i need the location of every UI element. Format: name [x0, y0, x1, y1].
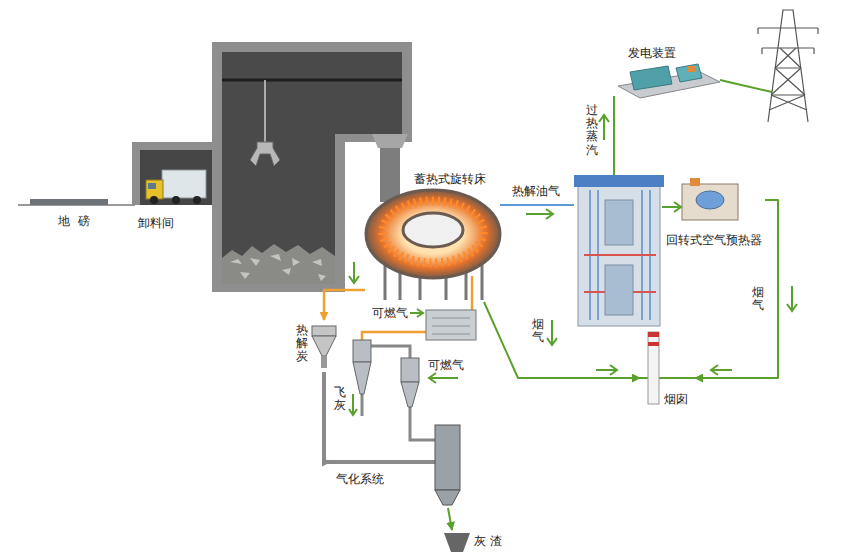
char-hopper	[312, 326, 336, 336]
pipe	[330, 460, 435, 464]
truck-wheel	[172, 196, 180, 204]
pylon	[758, 10, 818, 122]
stream-label: 可燃气	[428, 358, 464, 372]
preheater-detail	[690, 178, 700, 186]
generator-turbine	[630, 66, 672, 90]
component-node: 热解炭	[294, 320, 338, 372]
flow-connector	[484, 302, 640, 378]
ash-bin	[444, 533, 470, 552]
stream-label: 飞灰	[334, 386, 346, 412]
component-node: 发电装置	[612, 44, 722, 102]
flow-connector	[695, 200, 778, 378]
stream-label: 热解油气	[512, 184, 560, 198]
steam-line	[613, 96, 615, 175]
component-label: 灰渣	[474, 534, 506, 548]
feed-chute	[380, 148, 400, 202]
pipe	[361, 394, 364, 416]
generator-detail	[688, 66, 695, 72]
component-node: 卸料间	[134, 212, 184, 232]
preheater-rotor	[696, 191, 724, 209]
bunker-pit	[222, 130, 335, 284]
char-spout	[321, 356, 327, 368]
burner-box	[426, 310, 476, 340]
feed-funnel	[372, 134, 408, 148]
pipe	[410, 406, 435, 440]
boiler	[578, 186, 660, 326]
generator-unit	[676, 64, 702, 82]
preheater-housing	[682, 184, 738, 220]
rotary-bed-ring	[366, 190, 500, 278]
gas-line	[362, 332, 426, 340]
component-label: 卸料间	[138, 216, 174, 230]
flow-label: 烟气	[532, 318, 544, 344]
component-label: 蓄热式旋转床	[414, 172, 486, 186]
boiler-top	[574, 175, 664, 187]
truck-wheel	[150, 196, 158, 204]
flow-connector	[448, 508, 452, 530]
gasifier	[435, 425, 460, 490]
cyclone-cone	[401, 382, 419, 407]
crane-rail	[222, 79, 402, 82]
boiler-drum	[605, 200, 633, 245]
char-hopper-cone	[312, 336, 336, 356]
chimney-band	[648, 332, 659, 337]
gas-line	[471, 276, 474, 310]
bed-hole	[403, 213, 463, 247]
burner-detail	[432, 318, 470, 334]
crane-grab	[250, 142, 280, 166]
component-node: 灰渣	[440, 530, 509, 555]
flow-connector	[324, 372, 330, 462]
flow-arrows	[349, 115, 797, 415]
boiler-drum	[605, 265, 633, 315]
truck-body	[162, 170, 206, 198]
waste-texture	[230, 254, 326, 281]
power-line	[720, 80, 772, 92]
component-node: 烟囱	[640, 330, 695, 412]
unloading-room	[140, 150, 212, 205]
bunker-upper	[222, 52, 402, 134]
component-label: 热解炭	[296, 324, 308, 364]
flow-label: 烟气	[752, 286, 764, 312]
chimney-band	[648, 342, 659, 346]
cyclone	[401, 358, 419, 382]
building-shell	[132, 42, 412, 292]
component-node: 地磅	[28, 196, 116, 232]
weighbridge-plate	[30, 199, 108, 205]
bed-heaters	[383, 201, 483, 263]
pyrolysis-gas-line	[500, 204, 574, 206]
cyclone	[353, 340, 371, 362]
chimney	[648, 332, 659, 404]
cyclone-cone	[353, 362, 371, 394]
component-label: 发电装置	[628, 46, 676, 60]
waste-pile	[222, 244, 335, 284]
component-label: 地磅	[58, 214, 98, 228]
component-label: 气化系统	[336, 472, 384, 486]
component-node: 回转式空气预热器	[664, 170, 765, 252]
stream-label: 可燃气	[372, 306, 408, 320]
component-node: 气化系统	[330, 422, 470, 508]
flow-connector	[324, 290, 365, 320]
component-node: 蓄热式旋转床	[365, 170, 500, 302]
stream-label: 过热蒸汽	[586, 104, 598, 157]
truck-wheel	[193, 196, 201, 204]
crane-cable	[264, 80, 266, 142]
pipe	[371, 346, 410, 358]
gasifier-cone	[435, 490, 460, 505]
component-label: 烟囱	[664, 392, 688, 406]
component-label: 回转式空气预热器	[666, 233, 762, 247]
truck-window	[148, 183, 156, 189]
